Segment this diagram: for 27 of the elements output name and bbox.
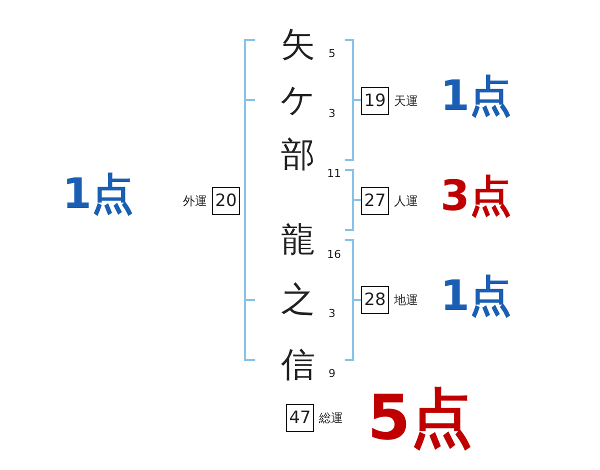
fortune-label: 外運 (183, 195, 207, 207)
name-character: 之 (281, 283, 315, 317)
number-box: 19 (361, 87, 389, 115)
stroke-count: 9 (328, 368, 336, 378)
score-text: 1点 (62, 173, 134, 215)
stroke-count: 3 (328, 308, 336, 318)
name-character: 矢 (281, 28, 315, 62)
fortune-label: 人運 (394, 195, 418, 207)
name-character: ケ (280, 83, 316, 117)
stroke-count: 5 (328, 48, 336, 58)
number-box: 28 (361, 286, 389, 314)
name-character: 部 (281, 138, 315, 172)
number-box: 47 (286, 404, 314, 432)
number-box: 27 (361, 187, 389, 215)
stroke-count: 3 (328, 108, 336, 118)
fortune-label: 総運 (319, 412, 343, 424)
score-text: 1点 (440, 75, 512, 117)
score-text: 5点 (367, 387, 473, 449)
stroke-count: 16 (327, 248, 341, 260)
score-text: 1点 (440, 275, 512, 317)
score-text: 3点 (440, 175, 512, 217)
name-character: 龍 (281, 223, 315, 257)
stroke-count: 11 (327, 168, 341, 178)
fortune-label: 天運 (394, 95, 418, 107)
number-box: 20 (212, 187, 240, 215)
name-character: 信 (281, 348, 315, 382)
fortune-label: 地運 (394, 294, 418, 306)
